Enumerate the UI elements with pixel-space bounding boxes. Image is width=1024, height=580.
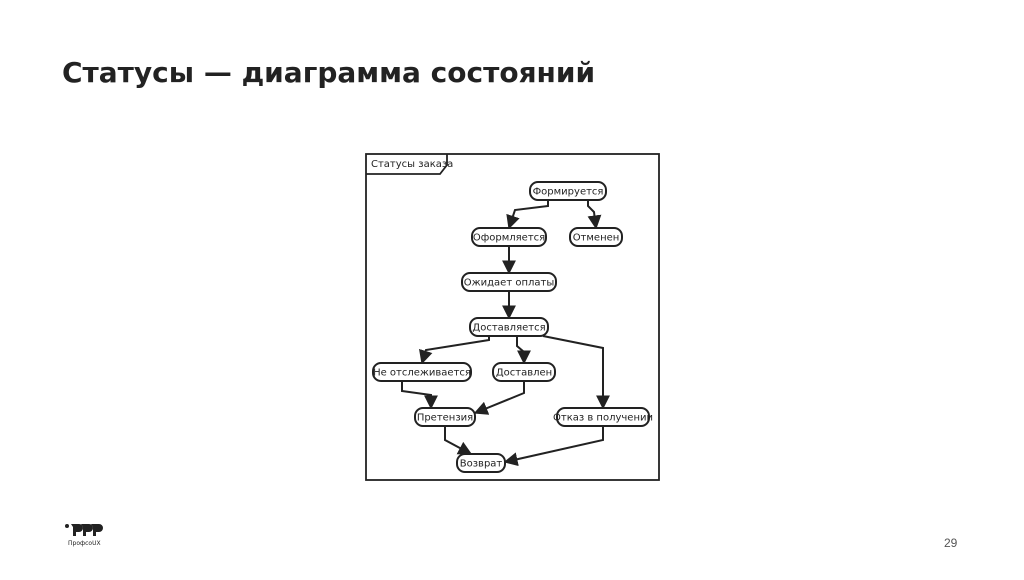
frame-tab: [366, 154, 448, 175]
state-node: Не отслеживается: [372, 362, 472, 382]
state-box: [456, 453, 506, 473]
state-node: Ожидает оплаты: [461, 272, 557, 292]
state-node: Возврат: [456, 453, 506, 473]
frame-label: Статусы заказа: [371, 159, 453, 170]
state-label: Доставляется: [472, 323, 545, 334]
state-box: [492, 362, 556, 382]
state-box: [556, 407, 650, 427]
diagram-frame: [365, 153, 660, 481]
transition-arrow: [503, 426, 604, 467]
page-number: 29: [944, 536, 958, 550]
transition-arrow: [516, 336, 531, 365]
logo-text: ПрофсоUX: [68, 540, 101, 547]
state-label: Формируется: [533, 187, 604, 198]
state-node: Оформляется: [471, 227, 547, 247]
state-label: Возврат: [460, 459, 503, 470]
transition-arrow: [473, 381, 525, 415]
state-box: [569, 227, 623, 247]
state-node: Отменен: [569, 227, 623, 247]
transition-arrow: [401, 381, 438, 410]
transition-arrow: [587, 200, 602, 230]
state-label: Ожидает оплаты: [464, 278, 554, 289]
state-box: [461, 272, 557, 292]
slide-title: Статусы — диаграмма состояний: [62, 56, 596, 89]
state-node: Претензия: [414, 407, 476, 427]
state-label: Доставлен: [496, 368, 552, 379]
profsoux-logo-icon: [65, 524, 103, 536]
state-node: Доставлен: [492, 362, 556, 382]
state-box: [529, 181, 607, 201]
transition-arrow: [419, 336, 490, 365]
state-node: Формируется: [529, 181, 607, 201]
state-label: Отказ в получении: [553, 413, 653, 424]
state-label: Не отслеживается: [373, 368, 471, 379]
state-label: Оформляется: [473, 233, 545, 244]
transition-arrow: [506, 200, 549, 230]
transition-arrow: [542, 335, 610, 410]
transition-arrow: [444, 426, 473, 455]
state-node: Отказ в получении: [553, 407, 653, 427]
state-label: Претензия: [417, 413, 473, 424]
state-box: [469, 317, 549, 337]
state-label: Отменен: [573, 233, 620, 244]
state-node: Доставляется: [469, 317, 549, 337]
state-box: [414, 407, 476, 427]
state-box: [471, 227, 547, 247]
state-box: [372, 362, 472, 382]
transitions: [401, 200, 610, 467]
